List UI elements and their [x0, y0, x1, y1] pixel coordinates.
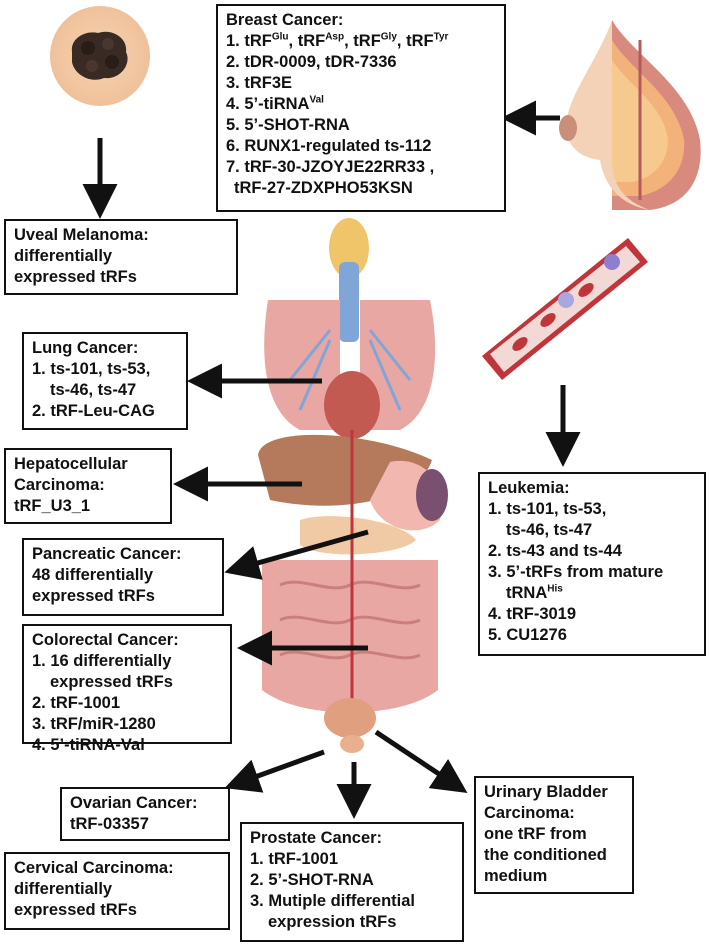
- arrow-to-pancreatic: [224, 529, 369, 580]
- arrow-to-ovarian: [224, 749, 325, 793]
- prostate-cancer-box: Prostate Cancer: 1. tRF-1001 2. 5’-SHOT-…: [240, 822, 464, 942]
- pancreatic-cancer-box: Pancreatic Cancer: 48 differentially exp…: [22, 538, 224, 616]
- hepatocellular-carcinoma-box: Hepatocellular Carcinoma: tRF_U3_1: [4, 448, 172, 524]
- breast-item-6: 6. RUNX1-regulated ts-112: [226, 137, 432, 155]
- lung-cancer-box: Lung Cancer: 1. ts-101, ts-53, ts-46, ts…: [22, 332, 188, 430]
- arrow-to-bladder: [374, 729, 468, 793]
- cervical-carcinoma-box: Cervical Carcinoma: differentially expre…: [4, 852, 230, 930]
- urinary-bladder-carcinoma-box: Urinary Bladder Carcinoma: one tRF from …: [474, 776, 634, 894]
- human-organs-illustration: [258, 218, 448, 753]
- breast-item-5: 5. 5’-SHOT-RNA: [226, 116, 350, 134]
- breast-cancer-title: Breast Cancer:: [226, 11, 344, 29]
- breast-item-4: 4. 5’-tiRNAVal: [226, 94, 324, 113]
- uveal-melanoma-box: Uveal Melanoma: differentially expressed…: [4, 219, 238, 295]
- leukemia-item-3b: tRNAHis: [506, 583, 563, 602]
- arrows: [82, 100, 581, 820]
- breast-item-2: 2. tDR-0009, tDR-7336: [226, 53, 397, 71]
- colorectal-cancer-box: Colorectal Cancer: 1. 16 differentially …: [22, 624, 232, 754]
- breast-cancer-box: Breast Cancer: 1. tRFGlu, tRFAsp, tRFGly…: [216, 4, 506, 212]
- leukemia-box: Leukemia: 1. ts-101, ts-53, ts-46, ts-47…: [478, 472, 706, 656]
- breast-item-1: 1. tRFGlu, tRFAsp, tRFGly, tRFTyr: [226, 31, 449, 50]
- blood-vessel-illustration: [482, 238, 648, 380]
- breast-item-7b: tRF-27-ZDXPHO53KSN: [234, 179, 413, 197]
- breast-item-3: 3. tRF3E: [226, 74, 293, 92]
- ovarian-cancer-box: Ovarian Cancer: tRF-03357: [60, 787, 230, 841]
- melanoma-lesion-illustration: [50, 6, 150, 106]
- breast-illustration: [559, 20, 701, 210]
- breast-item-7: 7. tRF-30-JZOYJE22RR33 ,: [226, 158, 435, 176]
